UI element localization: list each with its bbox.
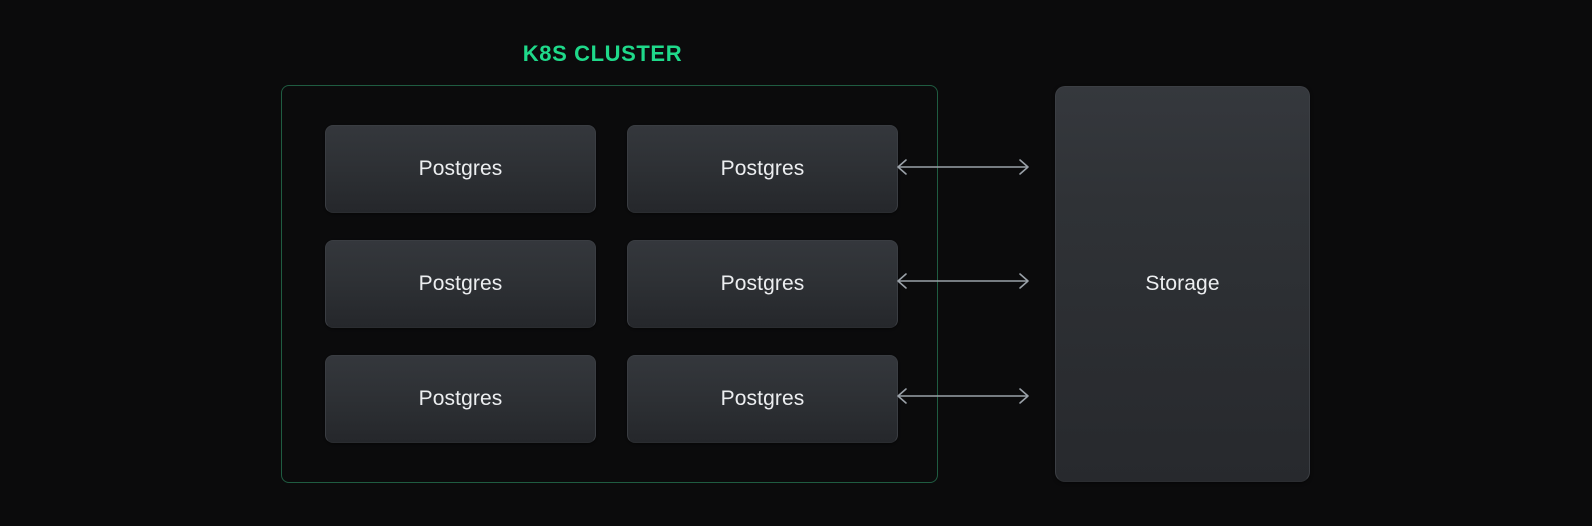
- pod-label: Postgres: [418, 272, 503, 295]
- pod-grid: Postgres Postgres Postgres Postgres Post…: [325, 125, 898, 444]
- pod-label: Postgres: [720, 387, 805, 410]
- pod-card[interactable]: Postgres: [627, 125, 898, 213]
- pod-card[interactable]: Postgres: [627, 240, 898, 328]
- pod-card[interactable]: Postgres: [325, 355, 596, 443]
- storage-label: Storage: [1145, 272, 1220, 295]
- pod-label: Postgres: [418, 157, 503, 180]
- pod-card[interactable]: Postgres: [325, 125, 596, 213]
- cluster-title: K8S CLUSTER: [522, 41, 683, 66]
- pod-label: Postgres: [418, 387, 503, 410]
- pod-card[interactable]: Postgres: [325, 240, 596, 328]
- pod-card[interactable]: Postgres: [627, 355, 898, 443]
- k8s-cluster-boundary: [281, 85, 938, 483]
- pod-label: Postgres: [720, 157, 805, 180]
- storage-node[interactable]: Storage: [1055, 86, 1310, 482]
- pod-label: Postgres: [720, 272, 805, 295]
